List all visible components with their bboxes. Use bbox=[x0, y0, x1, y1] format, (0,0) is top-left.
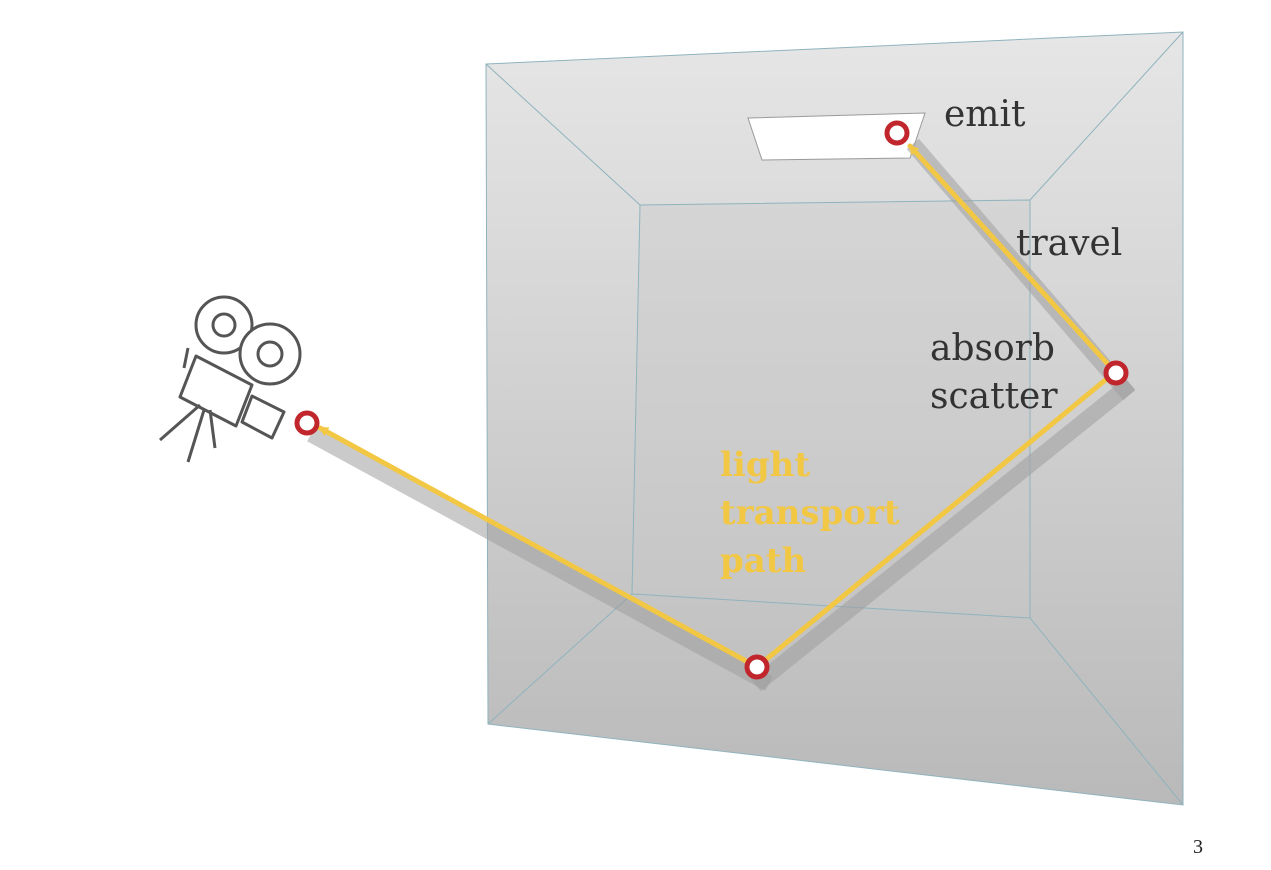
vertex-emit bbox=[884, 120, 910, 146]
label-emit: emit bbox=[944, 94, 1026, 135]
movie-camera-icon bbox=[159, 295, 302, 463]
box-edge-top-left bbox=[485, 63, 641, 206]
label-path: path bbox=[720, 541, 806, 581]
box-edge-bottom-left bbox=[487, 593, 633, 725]
page-number: 3 bbox=[1193, 836, 1203, 858]
label-absorb: absorb bbox=[930, 328, 1055, 369]
label-light: light bbox=[720, 445, 810, 485]
label-scatter: scatter bbox=[930, 376, 1058, 417]
light-transport-path bbox=[317, 143, 1118, 670]
box-edge-top-right bbox=[1029, 31, 1184, 201]
shadow-segment-wall bbox=[750, 377, 1136, 692]
path-segment-travel bbox=[907, 143, 1118, 375]
label-transport: transport bbox=[720, 493, 900, 533]
light-source-panel bbox=[747, 112, 926, 161]
shadow-segment-camera bbox=[307, 427, 773, 691]
vertex-scatter bbox=[1103, 360, 1129, 386]
vertex-floor bbox=[744, 654, 770, 680]
path-segment-wall-floor bbox=[754, 369, 1118, 670]
label-travel: travel bbox=[1016, 223, 1122, 264]
vertex-camera bbox=[294, 410, 320, 436]
path-segment-to-camera bbox=[317, 425, 760, 670]
box-edge-bottom-right bbox=[1029, 617, 1184, 806]
path-vertices bbox=[294, 120, 1129, 680]
